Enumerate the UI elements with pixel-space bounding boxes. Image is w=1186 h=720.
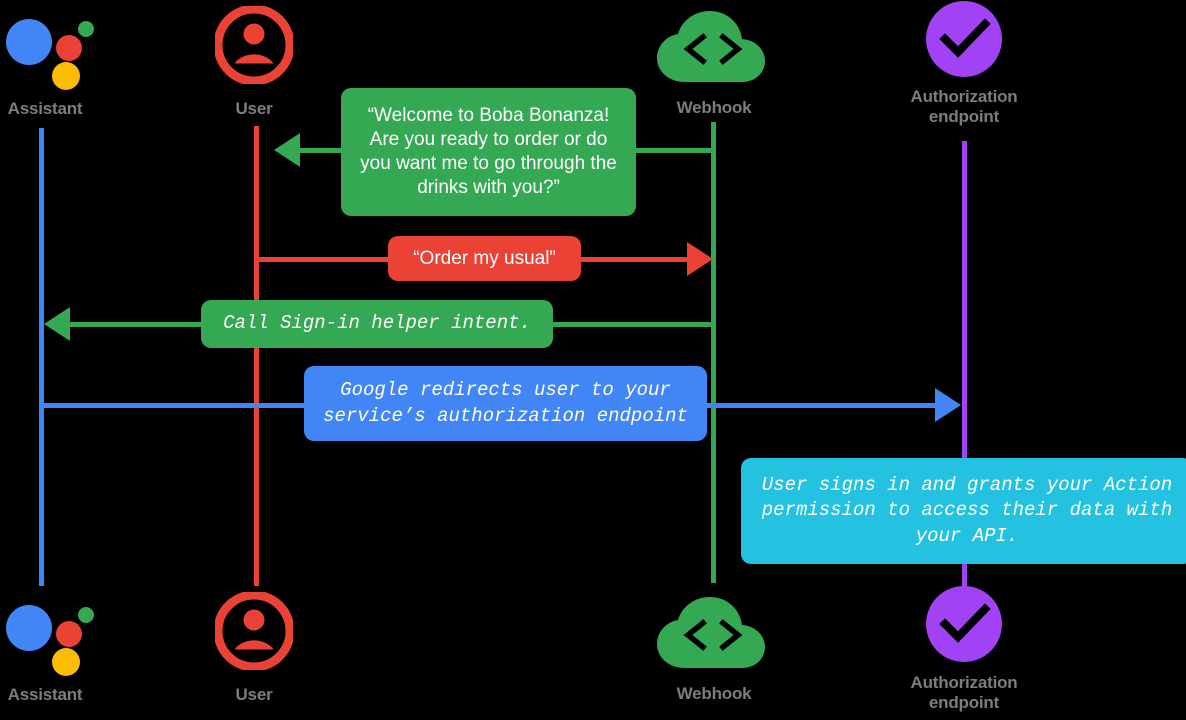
cloud-code-glyph-bottom [657,597,765,668]
connector-redirect-left [39,403,309,408]
message-bubble-signin: Call Sign-in helper intent. [201,300,553,348]
lifeline-webhook [711,122,716,583]
message-bubble-redirect: Google redirects user to your service’s … [304,366,707,441]
assistant-yellow-dot [52,62,80,90]
google-assistant-icon [4,12,94,90]
user-avatar-glyph-bottom [213,590,295,672]
actor-label-user-top: User [235,99,273,118]
google-assistant-icon-bottom [4,598,94,676]
purple-check-icon-bottom [925,585,1003,663]
assistant-yellow-dot-bottom [52,648,80,676]
purple-check-icon [925,0,1003,78]
assistant-blue-dot-bottom [6,605,52,651]
actor-label-assistant-top: Assistant [7,99,83,118]
connector-welcome-left [300,148,350,153]
user-avatar-icon [213,4,295,86]
purple-check-glyph-bottom [926,586,1002,662]
cloud-code-glyph [657,11,765,82]
actor-label-webhook-top: Webhook [676,98,752,117]
message-bubble-order: “Order my usual” [388,236,581,281]
message-bubble-welcome: “Welcome to Boba Bonanza! Are you ready … [341,88,636,216]
connector-signin-right [548,322,713,327]
lifeline-user [254,126,259,586]
message-bubble-user-grants: User signs in and grants your Action per… [741,458,1186,564]
connector-order-left [254,257,394,262]
user-avatar-glyph [213,4,295,86]
cloud-code-icon [655,8,773,88]
arrowhead-order [687,242,713,276]
assistant-green-dot [78,21,94,37]
assistant-red-dot-bottom [56,621,82,647]
actor-label-user-bottom: User [235,685,273,704]
actor-label-auth-top: Authorization endpoint [910,87,1018,126]
connector-redirect-right [700,403,935,408]
actor-label-assistant-bottom: Assistant [7,685,83,704]
user-avatar-icon-bottom [213,590,295,672]
connector-order-right [575,257,687,262]
assistant-blue-dot [6,19,52,65]
lifeline-auth [962,141,967,591]
purple-check-glyph [926,1,1002,77]
assistant-red-dot [56,35,82,61]
actor-label-webhook-bottom: Webhook [676,684,752,703]
assistant-green-dot-bottom [78,607,94,623]
lifeline-assistant [39,128,44,586]
connector-welcome-right [633,148,713,153]
cloud-code-icon-bottom [655,594,773,674]
arrowhead-welcome [274,133,300,167]
arrowhead-redirect [935,388,961,422]
connector-signin-left [70,322,205,327]
arrowhead-signin [44,307,70,341]
actor-label-auth-bottom: Authorization endpoint [910,673,1018,712]
